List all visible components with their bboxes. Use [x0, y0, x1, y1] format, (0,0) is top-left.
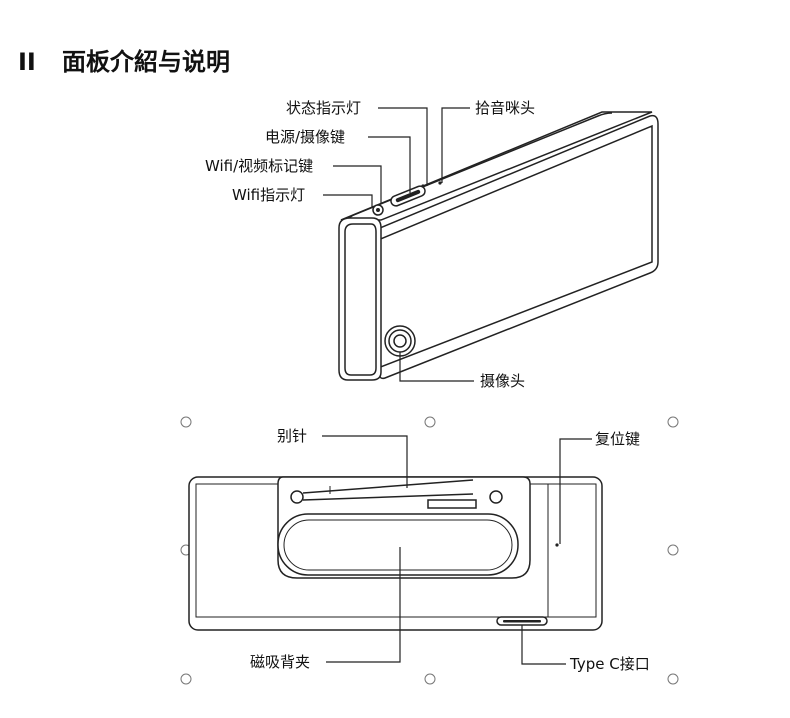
reg-mark: [424, 416, 436, 428]
leader-camera: [399, 352, 474, 382]
leader-reset: [559, 438, 592, 544]
magnetic-clip-pad-inner: [283, 519, 513, 571]
reg-mark: [180, 416, 192, 428]
leader-magnetic-clip: [326, 547, 401, 663]
bottom-leader-lines: [322, 435, 592, 665]
section-title: 面板介紹与说明: [62, 48, 230, 76]
power-camera-button: [390, 185, 426, 207]
label-power-camera-key: 电源/摄像键: [265, 128, 345, 146]
leader-pin: [322, 435, 408, 488]
label-microphone: 拾音咪头: [475, 99, 535, 117]
section-number: II: [18, 48, 36, 76]
camera-lens-center: [393, 334, 407, 348]
pin-wire: [302, 479, 474, 494]
reg-mark: [424, 673, 436, 685]
leader-power-key: [368, 136, 411, 193]
device-back-view: [188, 476, 603, 631]
leader-wifi-key: [333, 165, 382, 204]
status-led-dot: [421, 184, 425, 188]
device-front-face-inner: [344, 223, 377, 376]
reg-mark: [667, 544, 679, 556]
leader-status-led: [378, 107, 428, 186]
pin-hinge-left: [290, 490, 304, 504]
label-wifi-led: Wifi指示灯: [232, 186, 305, 204]
wifi-key-hole-center: [376, 208, 380, 212]
label-wifi-video-mark-key: Wifi/视频标记键: [205, 157, 313, 175]
label-pin: 别针: [277, 427, 307, 445]
reset-hole: [555, 543, 559, 547]
microphone-hole: [438, 181, 442, 185]
pin-clasp: [427, 499, 477, 509]
reg-mark: [667, 673, 679, 685]
label-camera: 摄像头: [480, 372, 525, 390]
leader-type-c: [521, 625, 566, 665]
pin-wire: [302, 493, 474, 501]
magnetic-clip-pad: [277, 513, 519, 576]
label-reset-key: 复位键: [595, 430, 640, 448]
label-type-c-port: Type C接口: [569, 655, 650, 673]
label-status-led: 状态指示灯: [286, 99, 361, 117]
top-leader-lines: [323, 107, 474, 382]
reg-mark: [667, 416, 679, 428]
device-front-view: [338, 111, 659, 381]
device-front-face: [338, 217, 382, 381]
label-magnetic-clip: 磁吸背夹: [250, 653, 310, 671]
pin-hinge-right: [489, 490, 503, 504]
leader-wifi-led: [323, 194, 373, 207]
leader-microphone: [441, 107, 470, 183]
reg-mark: [180, 673, 192, 685]
